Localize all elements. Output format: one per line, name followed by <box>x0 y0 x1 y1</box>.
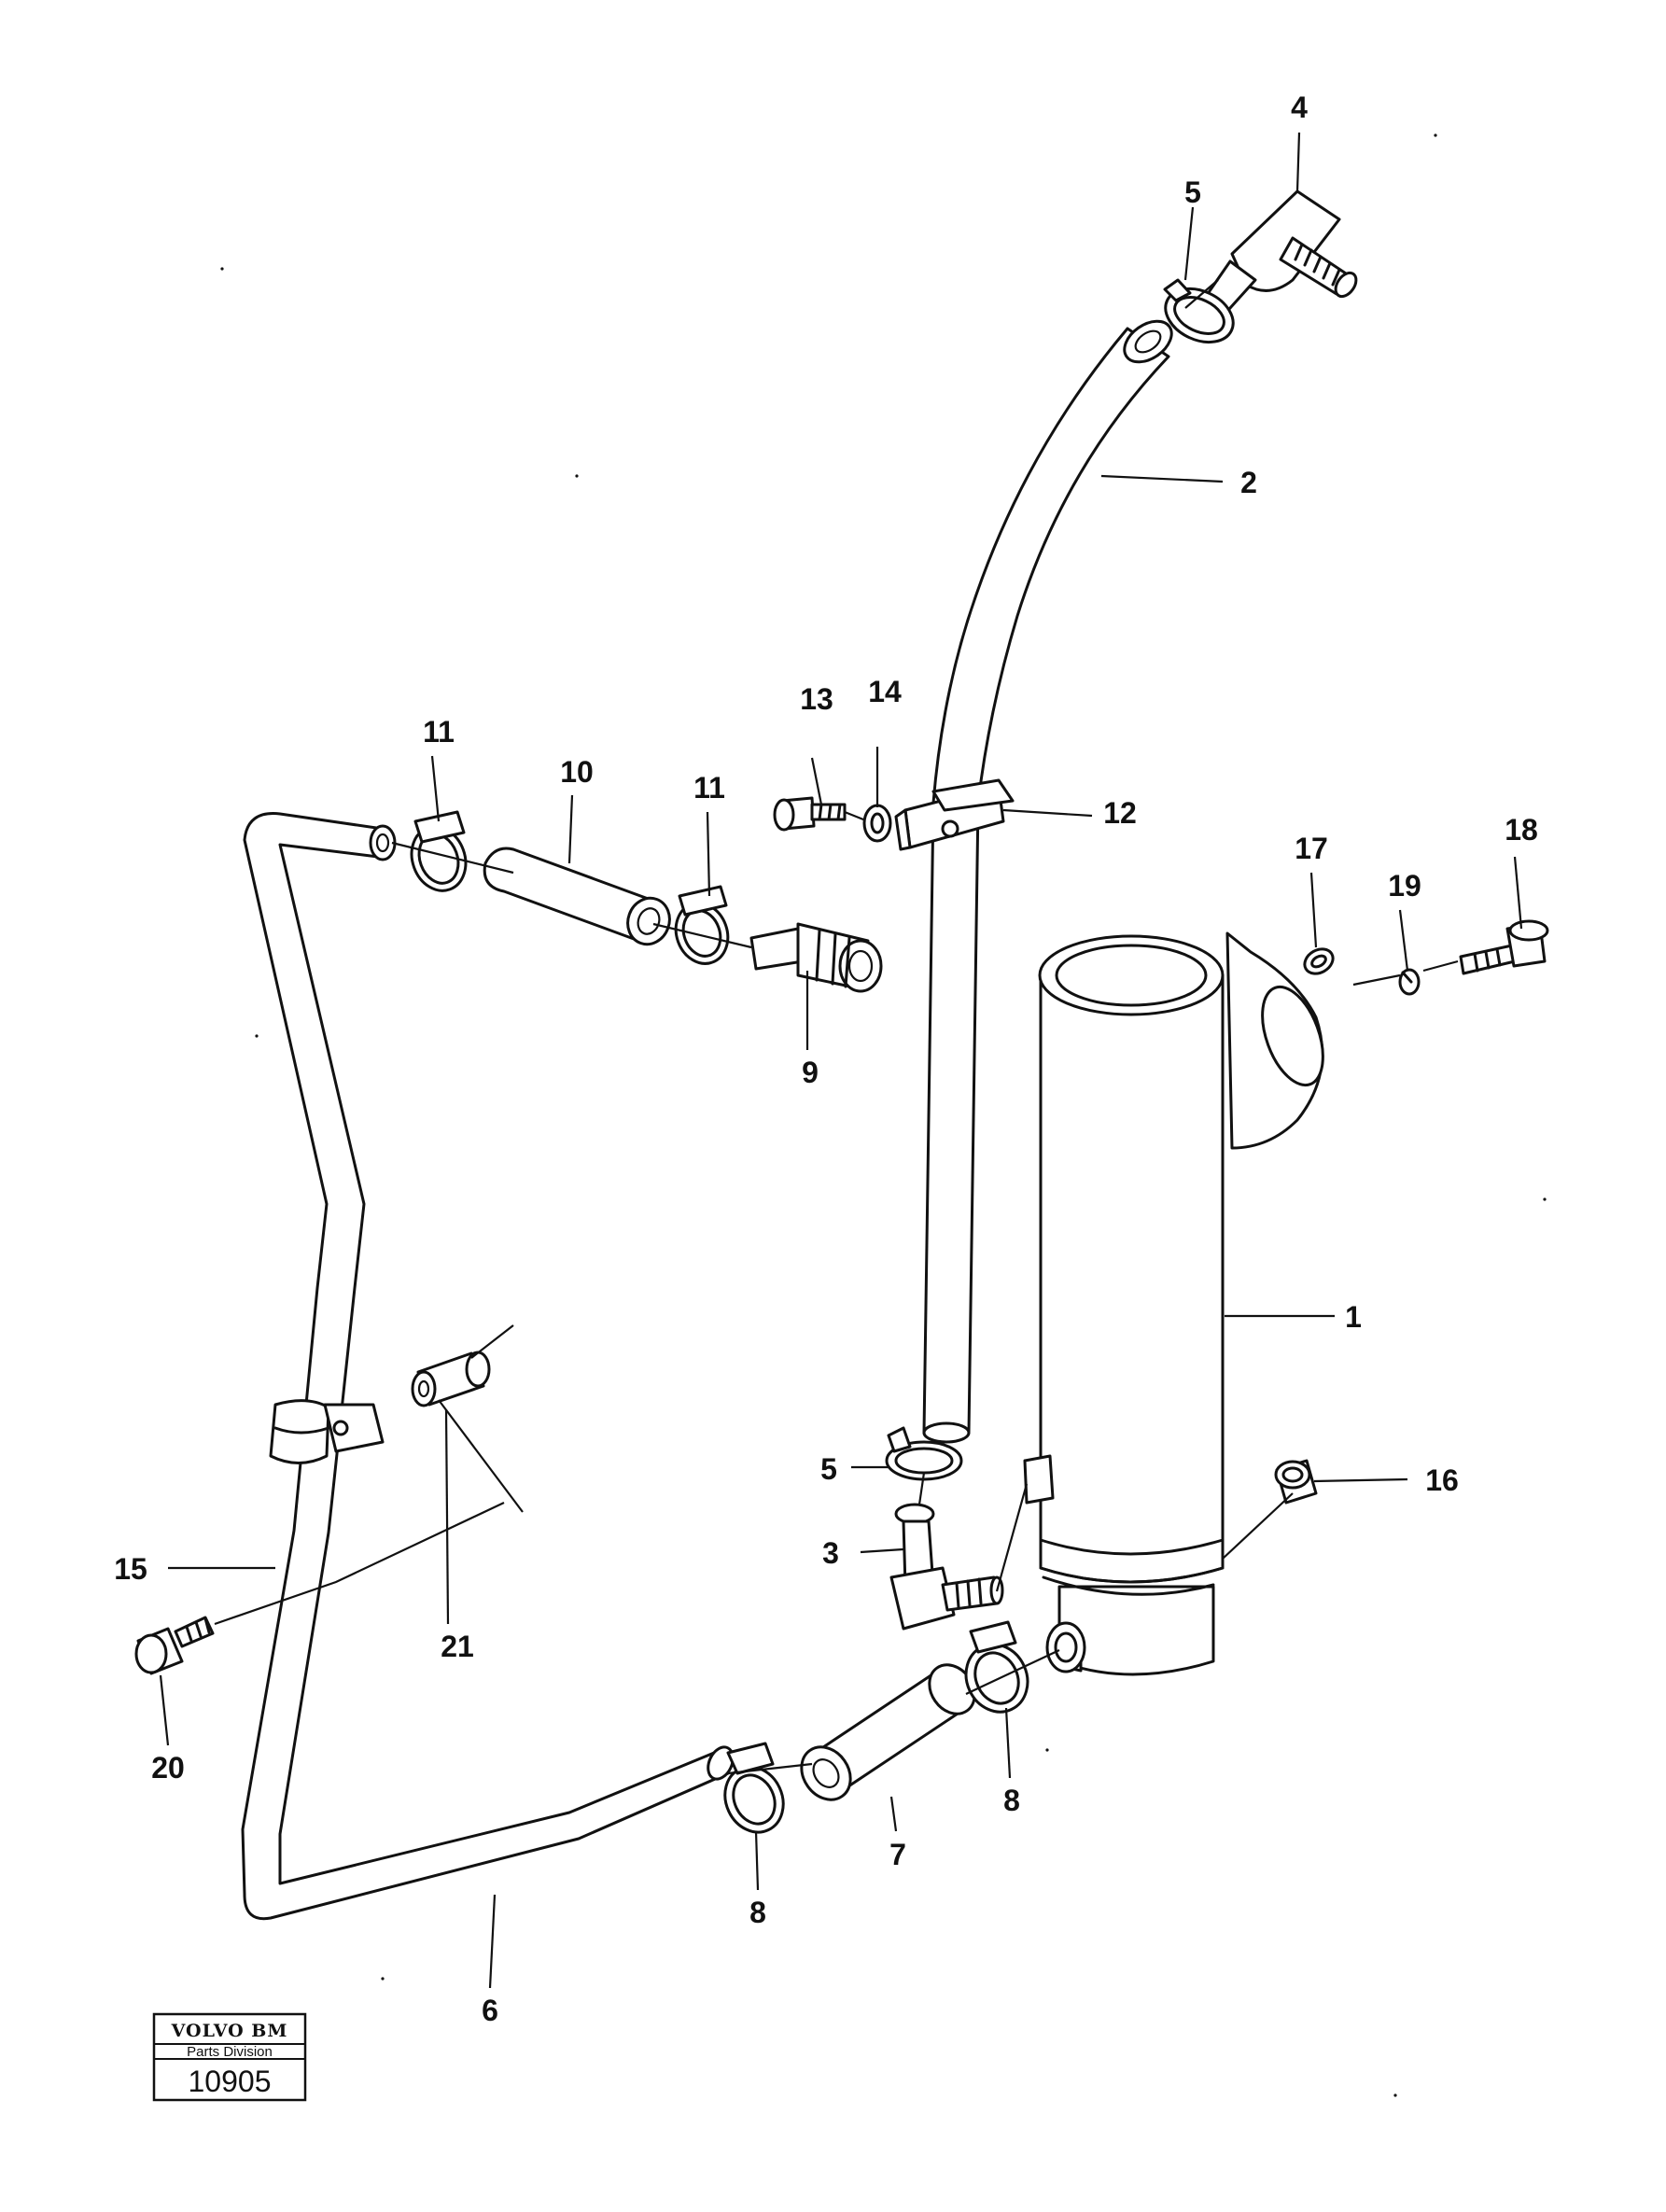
part-7-hose <box>800 1663 976 1801</box>
part-11-right-clamp <box>674 885 730 965</box>
volvo-bm-logo-block: VOLVO BM Parts Division 10905 <box>152 2012 307 2102</box>
callout-20: 20 <box>151 1751 185 1785</box>
part-8-left-clamp <box>723 1742 785 1834</box>
callout-11-right: 11 <box>693 771 725 805</box>
part-17-washer <box>1303 947 1335 975</box>
callout-8-left: 8 <box>749 1896 766 1929</box>
part-5-top-clamp <box>1163 278 1235 344</box>
part-14-washer <box>862 804 892 843</box>
part-10-hose <box>483 847 671 946</box>
callout-5-top: 5 <box>1184 175 1201 209</box>
callout-1: 1 <box>1345 1300 1362 1334</box>
callout-13: 13 <box>800 682 833 716</box>
callout-21: 21 <box>441 1630 474 1663</box>
part-8-right-clamp <box>964 1620 1029 1714</box>
callout-numbers: 1 2 3 4 5 5 6 7 8 8 9 10 11 11 12 13 14 … <box>114 91 1538 2027</box>
logo-division: Parts Division <box>187 2044 273 2060</box>
part-6-pipe <box>241 812 735 1921</box>
callout-17: 17 <box>1295 832 1328 865</box>
callout-15: 15 <box>114 1552 147 1586</box>
part-3-elbow-fitting <box>889 1503 1004 1631</box>
callout-12: 12 <box>1103 796 1137 830</box>
logo-number: 10905 <box>189 2065 272 2098</box>
callout-6: 6 <box>482 1994 498 2027</box>
part-15-pipe-clamp <box>269 1399 385 1464</box>
callout-10: 10 <box>560 755 594 789</box>
part-11-left-clamp <box>410 810 468 892</box>
callout-8-right: 8 <box>1003 1784 1020 1817</box>
callout-3: 3 <box>822 1536 839 1570</box>
callout-16: 16 <box>1425 1463 1459 1497</box>
part-5-lower-clamp <box>885 1426 963 1481</box>
part-12-bracket <box>894 778 1015 851</box>
callout-7: 7 <box>889 1838 906 1871</box>
part-9-fitting <box>749 922 883 993</box>
part-21-spacer <box>411 1351 491 1407</box>
part-20-bolt <box>134 1616 215 1675</box>
exploded-axis-lines <box>214 279 1459 1775</box>
callout-18: 18 <box>1505 813 1538 847</box>
callout-19: 19 <box>1388 869 1421 903</box>
part-16-plug <box>1274 1459 1318 1505</box>
part-19-spring-washer <box>1398 968 1421 996</box>
callout-14: 14 <box>868 675 902 708</box>
callout-4: 4 <box>1291 91 1308 124</box>
callout-5-bottom: 5 <box>820 1452 837 1486</box>
part-1-canister <box>1023 931 1324 1676</box>
callout-11-left: 11 <box>423 715 455 749</box>
part-13-bolt <box>773 796 847 832</box>
logo-brand: VOLVO BM <box>171 2021 288 2041</box>
scan-specks <box>220 133 1547 2097</box>
part-2-upper-hose <box>922 319 1173 1444</box>
part-18-bolt <box>1459 919 1549 975</box>
leader-lines <box>159 132 1523 1989</box>
callout-2: 2 <box>1240 466 1257 499</box>
callout-9: 9 <box>802 1056 819 1089</box>
